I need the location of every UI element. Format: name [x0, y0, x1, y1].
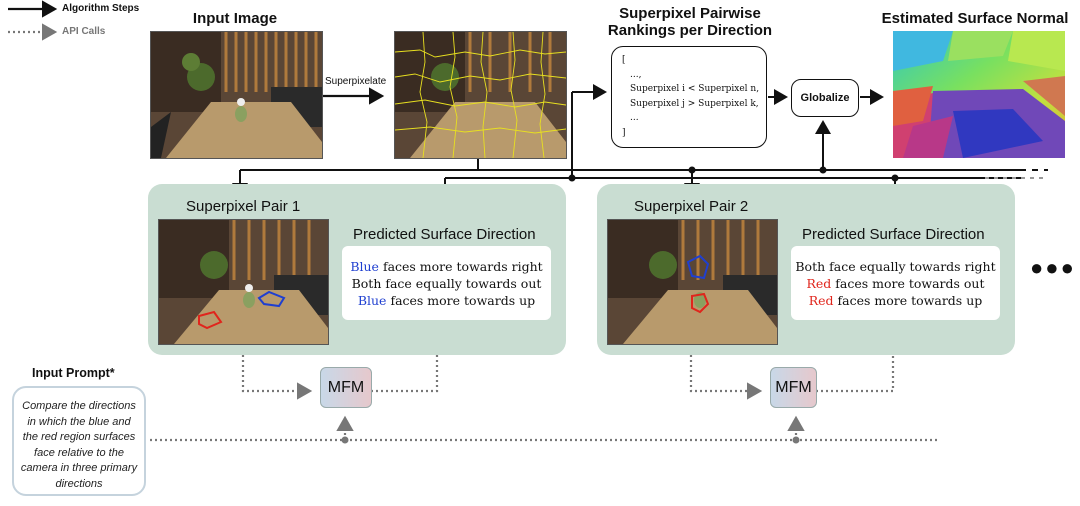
pair1-title: Superpixel Pair 1	[186, 198, 301, 215]
pair2-image	[607, 219, 778, 345]
superpixelate-label: Superpixelate	[325, 76, 387, 87]
pair1-pred-box: Blue faces more towards right Both face …	[342, 246, 551, 320]
pair2-pred-line3: Red faces more towards up	[791, 292, 1000, 309]
rankings-line: ]	[622, 127, 626, 138]
rankings-line: Superpixel i < Superpixel n,	[630, 84, 760, 94]
mfm-box-1: MFM	[320, 367, 372, 408]
globalize-box: Globalize	[791, 79, 859, 117]
legend-algorithm-steps: Algorithm Steps	[62, 3, 140, 14]
pair2-pred-line1: Both face equally towards right	[795, 259, 996, 274]
mfm-box-2: MFM	[770, 367, 817, 408]
rankings-title: Superpixel Pairwise Rankings per Directi…	[600, 5, 780, 39]
more-pairs-ellipsis: ●●●	[1030, 255, 1076, 280]
rankings-box: [ ..., Superpixel i < Superpixel n, Supe…	[611, 46, 767, 148]
rankings-title-line2: Rankings per Direction	[607, 22, 773, 39]
input-prompt-title: Input Prompt*	[32, 366, 115, 380]
rankings-line: ...,	[630, 69, 642, 80]
pair1-line1-color-word: Blue	[350, 259, 379, 274]
rankings-line: [	[622, 55, 626, 65]
surface-normal-title: Estimated Surface Normal	[881, 10, 1069, 27]
pair1-line3-rest: faces more towards up	[386, 293, 536, 308]
pair2-pred-line2: Red faces more towards out	[791, 275, 1000, 292]
pair1-pred-line1: Blue faces more towards right	[342, 258, 551, 275]
pair2-pred-box: Both face equally towards right Red face…	[791, 246, 1000, 320]
pair2-line2-color-word: Red	[806, 276, 832, 291]
pair1-line3-color-word: Blue	[357, 293, 387, 308]
legend-api-calls: API Calls	[62, 26, 106, 37]
pair2-line3-color-word: Red	[808, 293, 834, 308]
rankings-line: Superpixel j > Superpixel k,	[630, 98, 759, 109]
input-image	[150, 31, 323, 159]
rankings-line: ...	[630, 113, 639, 123]
pair1-image	[158, 219, 329, 345]
pair1-pred-line2: Both face equally towards out	[351, 276, 542, 291]
rankings-title-line1: Superpixel Pairwise	[619, 5, 761, 22]
input-prompt-box: Compare the directions in which the blue…	[12, 386, 146, 496]
pair2-title: Superpixel Pair 2	[634, 198, 749, 215]
pair2-pred-title: Predicted Surface Direction	[802, 226, 985, 243]
pair2-line2-rest: faces more towards out	[831, 276, 985, 291]
pair1-pred-title: Predicted Surface Direction	[353, 226, 536, 243]
input-image-title: Input Image	[192, 10, 278, 27]
pair2-line3-rest: faces more towards up	[833, 293, 983, 308]
pair1-line1-rest: faces more towards right	[378, 259, 543, 274]
surface-normal-image	[893, 31, 1065, 158]
pair1-pred-line3: Blue faces more towards up	[342, 292, 551, 309]
superpixelated-image	[394, 31, 567, 159]
